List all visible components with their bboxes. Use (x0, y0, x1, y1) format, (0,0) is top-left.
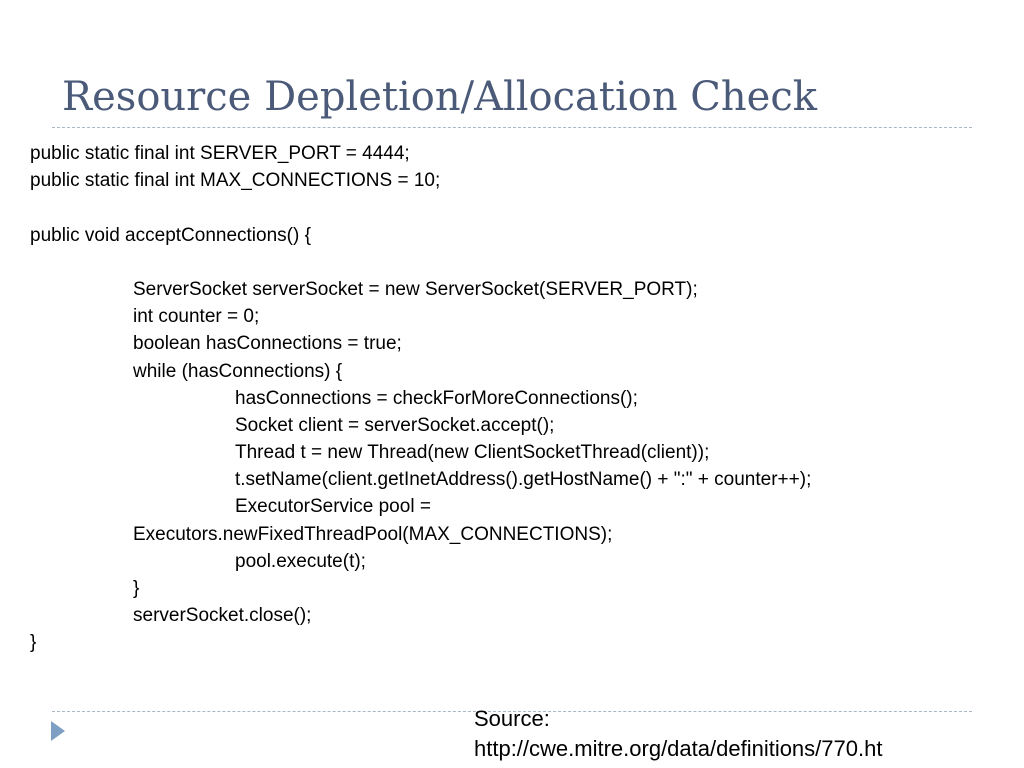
code-line: boolean hasConnections = true; (133, 333, 402, 355)
code-line: public static final int MAX_CONNECTIONS … (30, 170, 441, 192)
code-line: pool.execute(t); (235, 550, 366, 572)
title-divider (52, 127, 972, 128)
code-line: public void acceptConnections() { (30, 224, 311, 246)
code-line: serverSocket.close(); (133, 605, 312, 627)
code-line: while (hasConnections) { (133, 360, 343, 382)
code-line: Socket client = serverSocket.accept(); (235, 414, 555, 436)
code-line: public static final int SERVER_PORT = 44… (30, 143, 410, 164)
code-line: t.setName(client.getInetAddress().getHos… (235, 469, 812, 491)
code-line (30, 249, 990, 276)
code-line: hasConnections = checkForMoreConnections… (235, 387, 638, 409)
source-citation: Source: http://cwe.mitre.org/data/defini… (474, 704, 882, 764)
code-line (30, 194, 990, 221)
source-url: http://cwe.mitre.org/data/definitions/77… (474, 736, 883, 761)
source-label: Source: (474, 706, 550, 731)
code-line: ServerSocket serverSocket = new ServerSo… (133, 278, 698, 300)
code-line: } (133, 578, 140, 599)
code-block: public static final int SERVER_PORT = 44… (30, 140, 990, 657)
code-line: } (30, 632, 37, 654)
footer-divider (52, 711, 972, 712)
code-line: ExecutorService pool = (235, 496, 431, 518)
code-line: Thread t = new Thread(new ClientSocketTh… (235, 442, 710, 464)
code-line: int counter = 0; (133, 306, 260, 328)
triangle-right-icon (51, 721, 65, 741)
code-line: Executors.newFixedThreadPool(MAX_CONNECT… (133, 523, 613, 545)
slide-title: Resource Depletion/Allocation Check (62, 74, 817, 120)
